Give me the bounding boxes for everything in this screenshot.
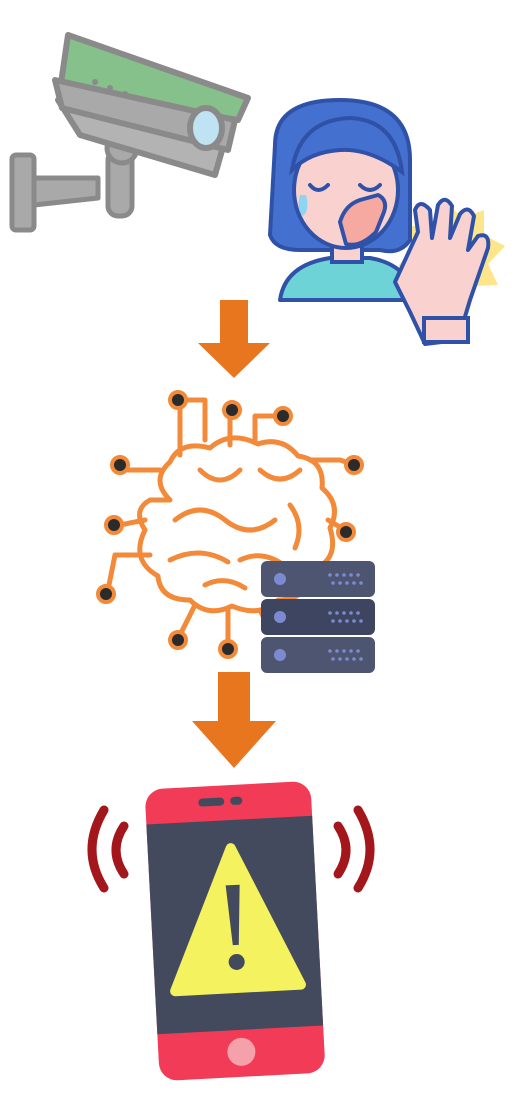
server-stack-icon xyxy=(261,561,375,673)
security-camera-icon xyxy=(9,32,251,233)
circuit-nodes xyxy=(96,390,364,659)
flow-arrow-1 xyxy=(198,300,270,378)
signal-waves-icon xyxy=(87,805,375,893)
flow-arrow-2 xyxy=(192,672,276,768)
smartphone-warning-icon xyxy=(145,781,325,1081)
distressed-person-icon xyxy=(267,97,505,346)
